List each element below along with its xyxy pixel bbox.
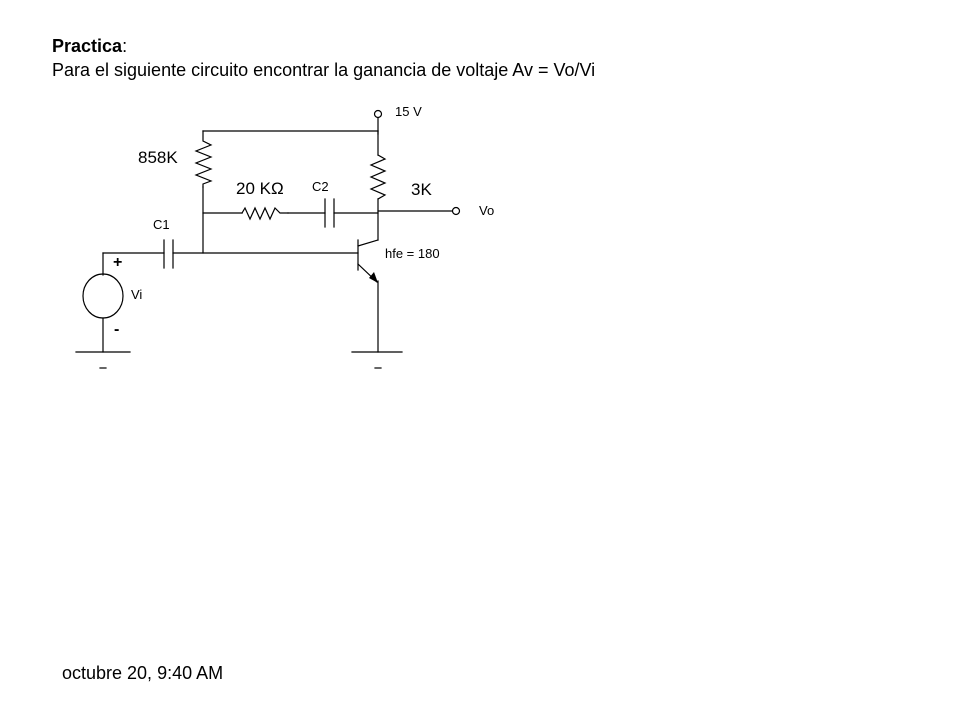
- bias-resistor: [194, 130, 213, 188]
- transistor-collector-leg: [357, 239, 379, 247]
- source-plus-label: +: [113, 254, 122, 271]
- output-cap-label: C2: [312, 179, 329, 194]
- feedback-resistor-label: 20 KΩ: [236, 179, 284, 198]
- supply-terminal: [373, 109, 383, 119]
- problem-heading: Practica: Para el siguiente circuito enc…: [52, 34, 595, 82]
- collector-resistor-label: 3K: [411, 180, 432, 199]
- title-line: Practica:: [52, 34, 595, 58]
- input-cap-label: C1: [153, 217, 170, 232]
- voltage-source: [82, 273, 124, 319]
- task-statement: Para el siguiente circuito encontrar la …: [52, 60, 596, 80]
- output-label: Vo: [479, 203, 494, 218]
- collector-resistor: [369, 154, 387, 200]
- slide-timestamp: octubre 20, 9:40 AM: [62, 663, 224, 683]
- source-minus-label: -: [114, 321, 119, 338]
- transistor-emitter-arrow: [369, 272, 378, 283]
- title-colon: :: [122, 36, 128, 56]
- transistor-gain-label: hfe = 180: [385, 246, 440, 261]
- source-label: Vi: [131, 287, 142, 302]
- output-terminal: [451, 206, 461, 216]
- supply-label: 15 V: [395, 104, 422, 119]
- title: Practica: [52, 36, 123, 56]
- feedback-resistor: [241, 206, 289, 221]
- bias-resistor-label: 858K: [138, 148, 178, 167]
